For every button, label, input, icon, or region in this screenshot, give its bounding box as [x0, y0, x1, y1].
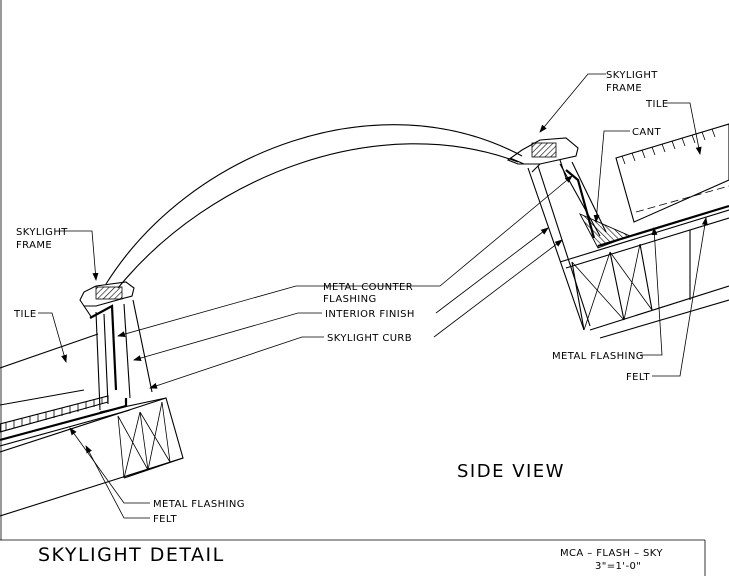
label-metal-flashing-left: METAL FLASHING	[153, 499, 245, 510]
skylight-dome	[105, 124, 525, 289]
label-skylight-curb: SKYLIGHT CURB	[327, 333, 412, 344]
drawing-title: SKYLIGHT DETAIL	[38, 544, 225, 566]
right-roof-assembly	[506, 123, 729, 339]
leader-lines	[38, 73, 708, 519]
label-tile-right: TILE	[645, 99, 669, 110]
label-interior-finish: INTERIOR FINISH	[325, 309, 415, 320]
side-view-label: SIDE VIEW	[457, 461, 565, 482]
drawing-scale: 3"=1'-0"	[595, 561, 641, 572]
label-felt-left: FELT	[153, 514, 177, 525]
label-skylight-frame-left-2: FRAME	[16, 240, 52, 251]
drawing-code: MCA – FLASH – SKY	[560, 548, 663, 559]
label-skylight-frame-right-2: FRAME	[606, 83, 642, 94]
label-skylight-frame-left-1: SKYLIGHT	[16, 227, 68, 238]
label-tile-left: TILE	[13, 309, 37, 320]
label-skylight-frame-right-1: SKYLIGHT	[606, 70, 658, 81]
label-metal-flashing-right: METAL FLASHING	[552, 351, 644, 362]
label-metal-counter-flashing-2: FLASHING	[323, 294, 377, 305]
label-metal-counter-flashing-1: METAL COUNTER	[323, 282, 413, 293]
label-felt-right: FELT	[626, 372, 650, 383]
label-cant: CANT	[632, 127, 662, 138]
left-roof-assembly	[0, 281, 184, 517]
